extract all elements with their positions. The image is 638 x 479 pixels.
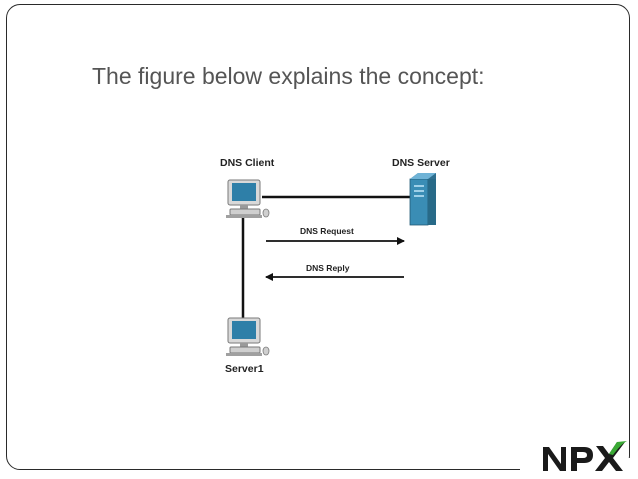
client-label: DNS Client <box>220 157 275 169</box>
slide-heading: The figure below explains the concept: <box>92 63 485 89</box>
request-label: DNS Request <box>300 226 354 236</box>
npx-logo <box>543 441 627 471</box>
server-label: DNS Server <box>392 157 450 169</box>
reply-label: DNS Reply <box>306 263 350 273</box>
server1-label: Server1 <box>225 363 264 375</box>
slide-frame <box>6 4 630 470</box>
server-tower-icon <box>409 173 436 226</box>
desktop-computer-icon <box>226 317 270 356</box>
frame-gap <box>520 458 638 479</box>
desktop-computer-icon <box>226 179 270 218</box>
